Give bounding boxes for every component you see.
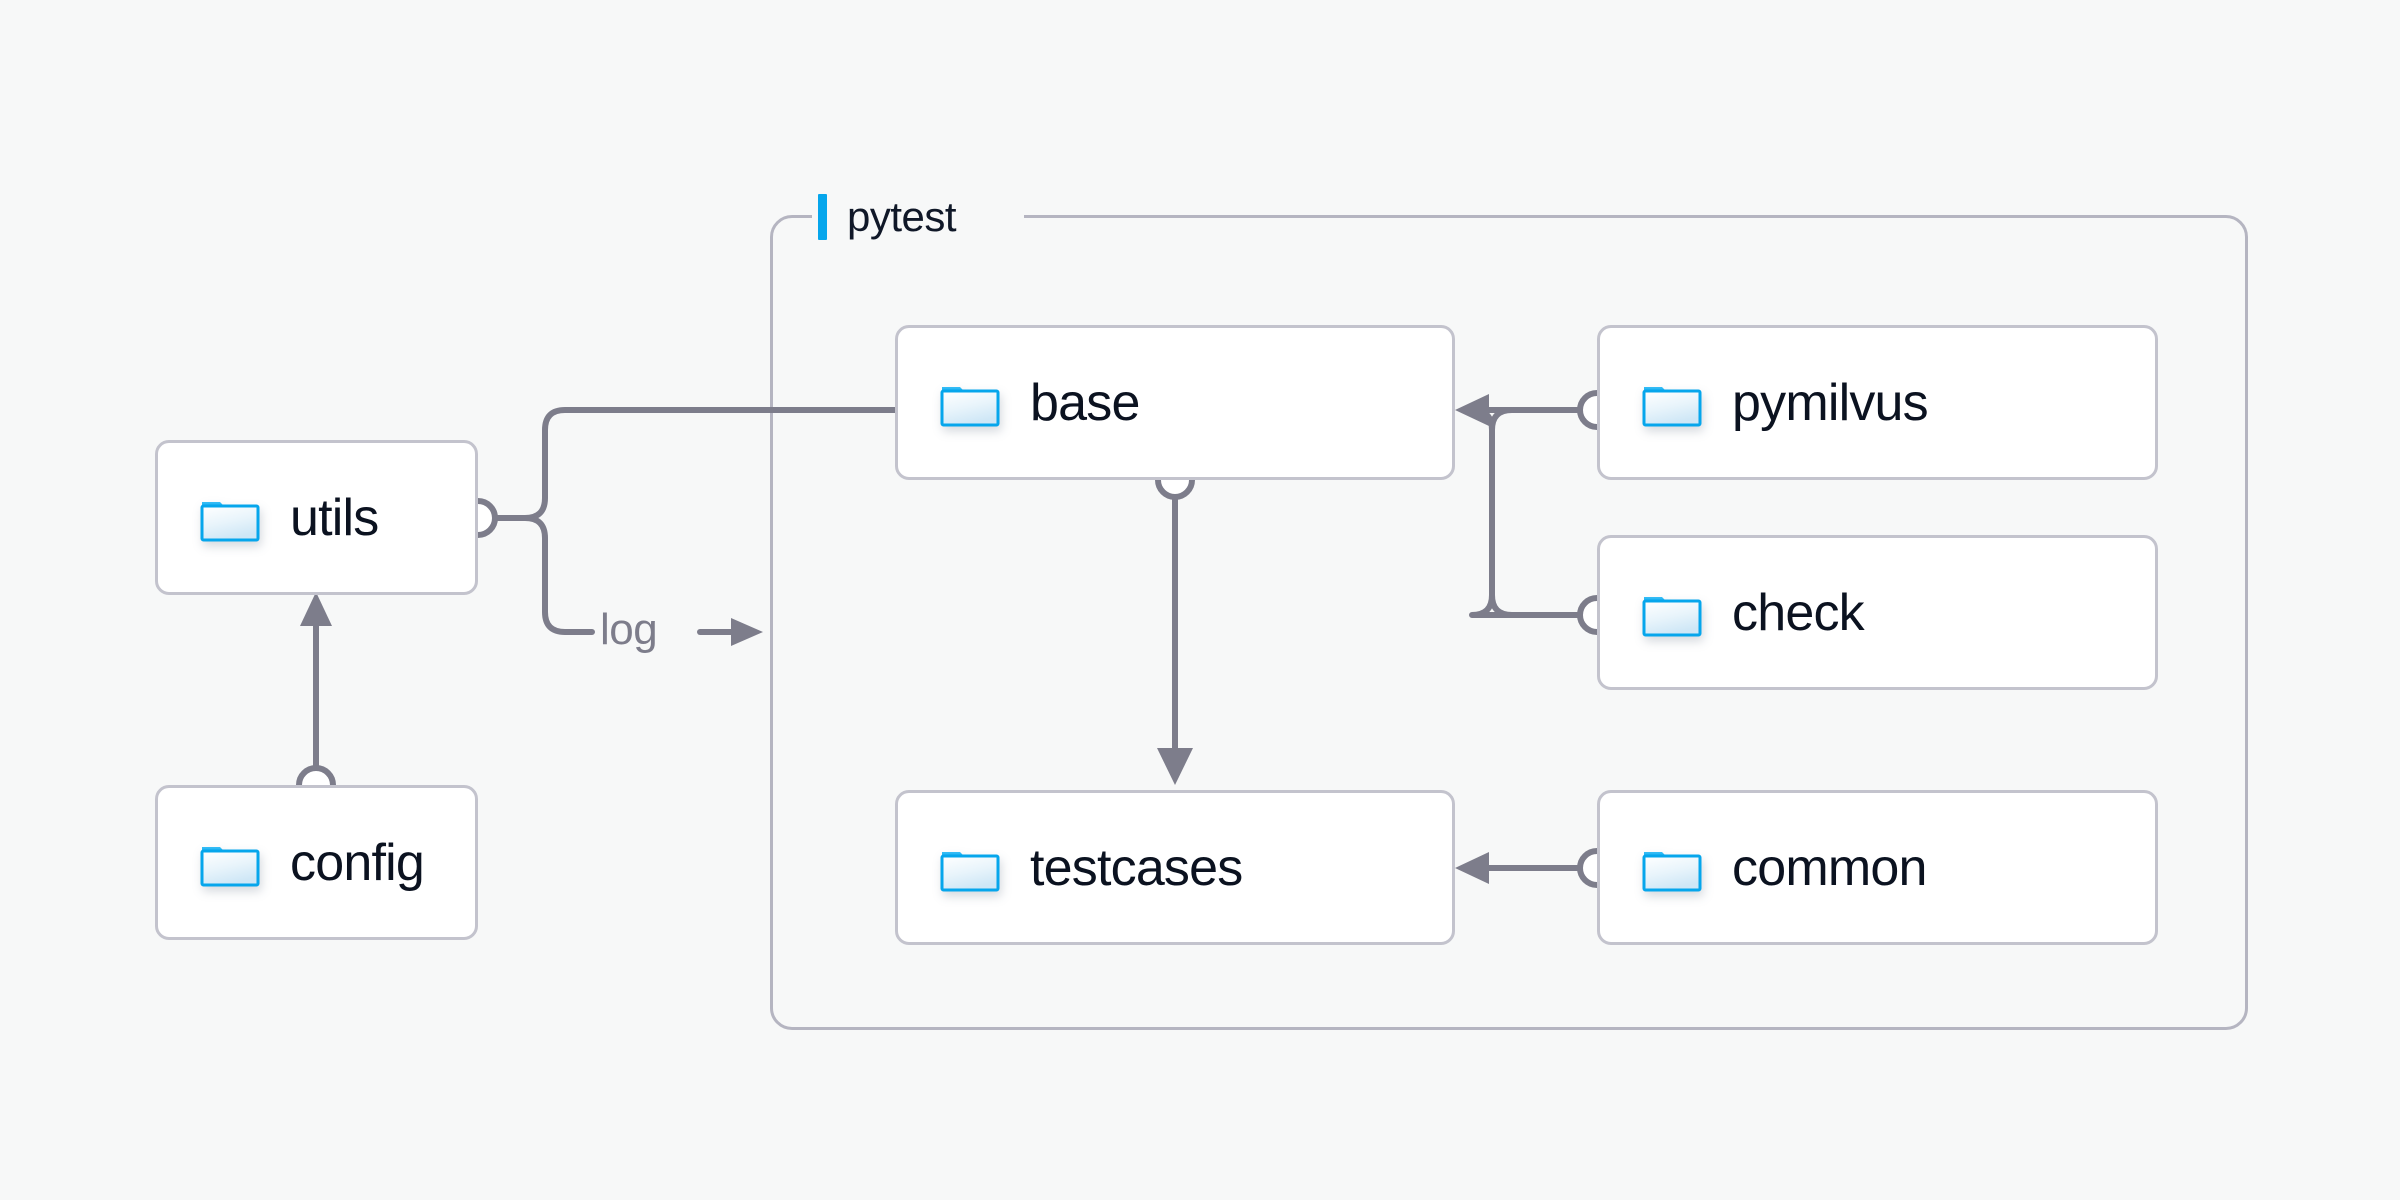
group-container-pytest[interactable] bbox=[770, 215, 2248, 1030]
node-label: pymilvus bbox=[1732, 373, 1929, 432]
edge-config-to-utils bbox=[296, 592, 336, 805]
folder-icon bbox=[200, 846, 260, 886]
node-pymilvus[interactable]: pymilvus bbox=[1597, 325, 2158, 480]
node-label: common bbox=[1732, 838, 1927, 897]
group-label-pytest: pytest bbox=[818, 183, 957, 251]
node-label: utils bbox=[290, 488, 379, 547]
node-label: check bbox=[1732, 583, 1865, 642]
node-label: base bbox=[1030, 373, 1140, 432]
node-check[interactable]: check bbox=[1597, 535, 2158, 690]
folder-icon bbox=[1642, 596, 1702, 636]
folder-icon bbox=[940, 851, 1000, 891]
folder-icon bbox=[200, 501, 260, 541]
node-config[interactable]: config bbox=[155, 785, 478, 940]
node-common[interactable]: common bbox=[1597, 790, 2158, 945]
folder-icon bbox=[1642, 386, 1702, 426]
group-label-gap bbox=[812, 200, 1024, 234]
node-label: config bbox=[290, 833, 425, 892]
node-utils[interactable]: utils bbox=[155, 440, 478, 595]
edge-label-log: log bbox=[600, 605, 658, 654]
group-accent-bar bbox=[818, 194, 827, 240]
node-label: testcases bbox=[1030, 838, 1243, 897]
node-base[interactable]: base bbox=[895, 325, 1455, 480]
group-title: pytest bbox=[847, 193, 957, 240]
node-testcases[interactable]: testcases bbox=[895, 790, 1455, 945]
folder-icon bbox=[1642, 851, 1702, 891]
folder-icon bbox=[940, 386, 1000, 426]
